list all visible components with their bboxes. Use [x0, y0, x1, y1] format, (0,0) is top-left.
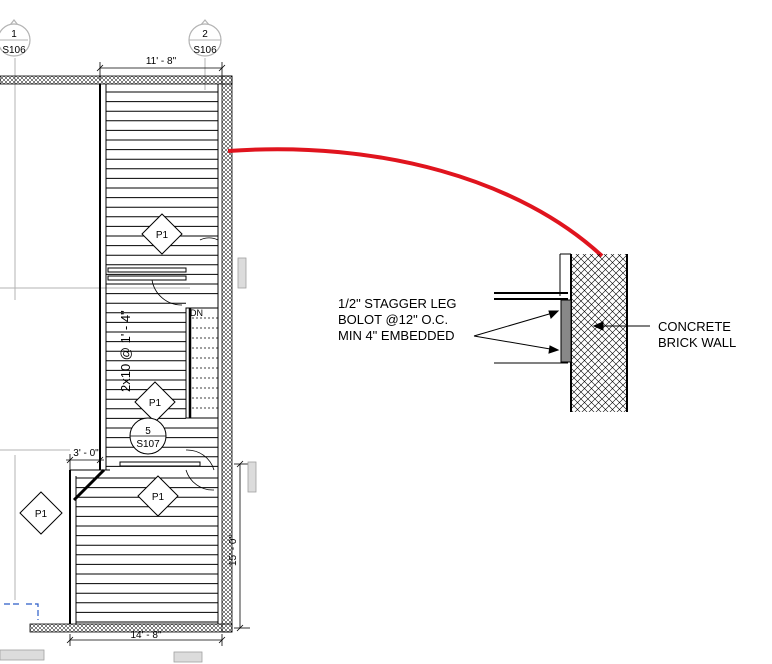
- anchor-note-line2: BOLOT @12" O.C.: [338, 312, 449, 327]
- anchor-note-line3: MIN 4" EMBEDDED: [338, 328, 455, 343]
- svg-text:P1: P1: [149, 398, 162, 409]
- floor-joists: [76, 91, 218, 623]
- tag-p1-c[interactable]: P1: [137, 475, 179, 517]
- left-dimension-label: 3' - 0": [73, 448, 99, 459]
- grid-lines: [0, 58, 206, 600]
- ledger-plate: [494, 254, 572, 364]
- section-marker-2[interactable]: 2 S106: [188, 19, 222, 57]
- bottom-dimension: [66, 634, 226, 646]
- stair-direction-label: DN: [190, 308, 203, 318]
- section-marker-1[interactable]: 1 S106: [0, 19, 31, 57]
- concrete-brick-wall: [560, 253, 628, 412]
- wall-note-line1: CONCRETE: [658, 319, 731, 334]
- svg-text:P1: P1: [156, 230, 169, 241]
- anchor-note: 1/2" STAGGER LEG BOLOT @12" O.C. MIN 4" …: [338, 297, 457, 343]
- wall-note: CONCRETE BRICK WALL: [658, 320, 736, 350]
- right-dimension-label: 15' - 0": [228, 535, 239, 566]
- anchor-leaders: [473, 310, 650, 354]
- tag-p1-a[interactable]: P1: [141, 213, 183, 255]
- top-wall: [0, 75, 233, 85]
- bottom-wall: [29, 623, 233, 633]
- section-2-sheet: S106: [193, 45, 217, 56]
- beam-bars: [107, 267, 201, 467]
- svg-text:P1: P1: [152, 492, 165, 503]
- top-dimension-label: 11' - 8": [146, 56, 177, 67]
- wall-note-line2: BRICK WALL: [658, 335, 737, 350]
- section-2-number: 2: [202, 29, 208, 40]
- svg-text:P1: P1: [35, 509, 48, 520]
- left-dimension: [66, 454, 104, 470]
- stair-opening: [185, 307, 219, 419]
- section-1-number: 1: [11, 29, 17, 40]
- detail-callout[interactable]: 5 S107: [129, 417, 167, 455]
- joist-spacing-label: 2x10 @ 1' - 4": [118, 310, 133, 392]
- detail-callout-number: 5: [145, 426, 151, 437]
- anchor-note-line1: 1/2" STAGGER LEG: [338, 296, 457, 311]
- red-leader-line: [227, 147, 604, 258]
- lower-left-wall: [69, 468, 110, 624]
- tag-p1-d[interactable]: P1: [19, 491, 63, 535]
- detail-callout-sheet: S107: [136, 439, 160, 450]
- tag-p1-b[interactable]: P1: [134, 381, 176, 423]
- door-swing-arcs: [151, 237, 219, 491]
- blue-corner-mark: [4, 603, 39, 620]
- section-1-sheet: S106: [2, 45, 26, 56]
- grid-markers: [0, 257, 257, 663]
- top-dimension: [96, 62, 226, 80]
- right-dimension: [234, 460, 250, 632]
- bottom-dimension-label: 14' - 8": [130, 630, 161, 641]
